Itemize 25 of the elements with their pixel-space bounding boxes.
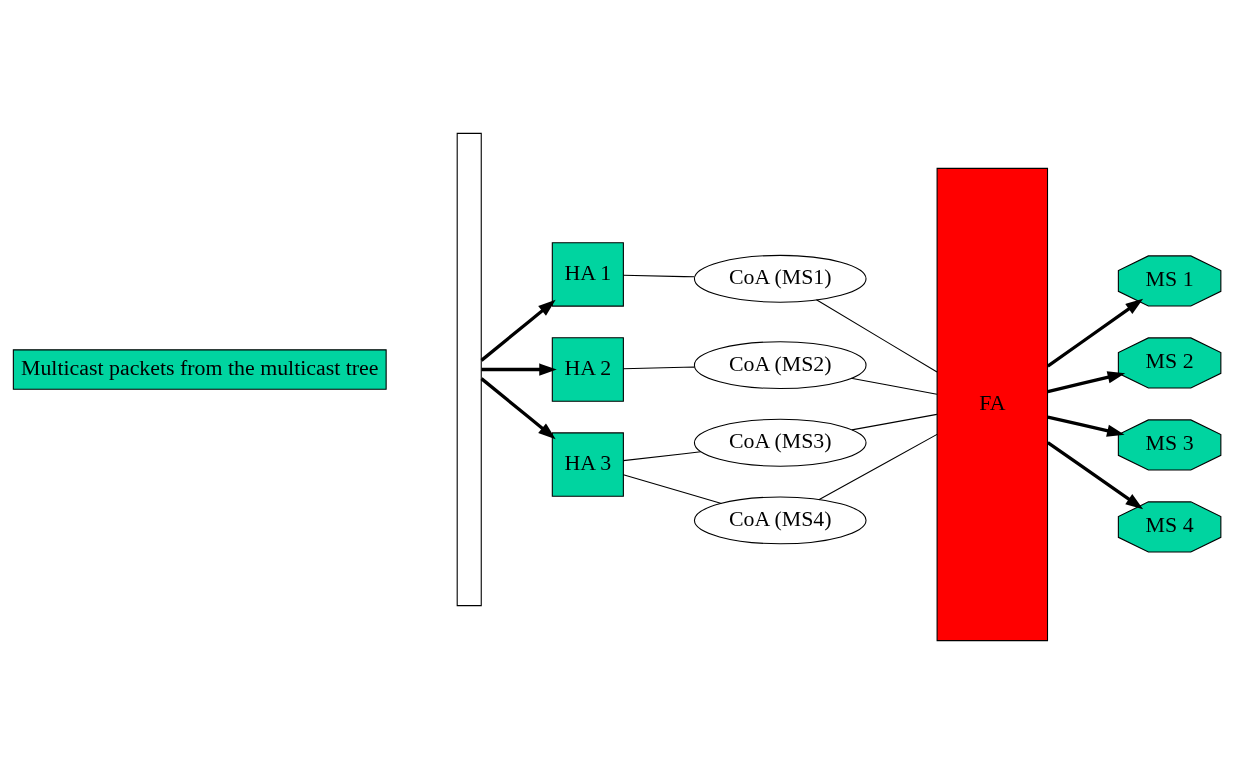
node-box: HA 2 [551, 336, 624, 402]
node-ellipse: CoA (MS3) [693, 418, 867, 467]
arrow [1046, 298, 1144, 367]
arrow [1046, 440, 1144, 509]
arrow [1047, 414, 1125, 437]
arrow [481, 362, 557, 376]
arrow [480, 299, 556, 362]
node-box: Multicast packets from the multicast tree [12, 348, 387, 390]
connector [622, 366, 695, 369]
node-box: FA [936, 167, 1049, 641]
node-bar [456, 132, 482, 606]
arrow [1047, 370, 1126, 393]
node-ellipse: CoA (MS2) [693, 340, 867, 389]
connector [622, 450, 702, 461]
node-box: HA 3 [551, 431, 624, 497]
node-box: HA 1 [551, 241, 624, 307]
connector [815, 298, 938, 373]
connector [850, 377, 938, 395]
node-ellipse: CoA (MS1) [693, 254, 867, 303]
connector [622, 274, 695, 277]
connector [818, 433, 938, 500]
connector [622, 473, 722, 504]
connector [851, 413, 938, 430]
arrow [480, 376, 556, 439]
node-ellipse: CoA (MS4) [693, 495, 867, 544]
